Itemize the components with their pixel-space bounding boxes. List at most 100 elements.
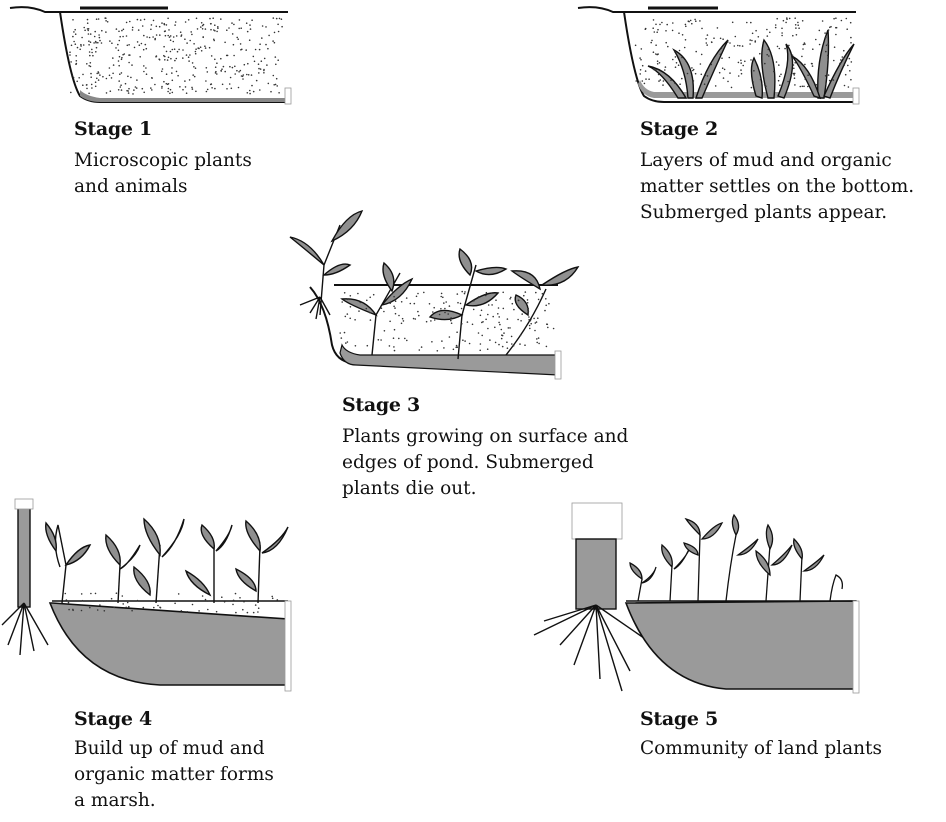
stipple-dot	[191, 87, 193, 89]
stipple-dot	[833, 60, 835, 62]
stipple-dot	[827, 43, 829, 45]
stipple-dot	[530, 320, 532, 322]
stipple-dot	[432, 311, 434, 313]
stipple-dot	[695, 73, 697, 75]
stipple-dot	[721, 57, 723, 59]
stipple-dot	[794, 84, 796, 86]
stipple-dot	[90, 73, 92, 75]
stipple-dot	[667, 46, 669, 48]
stipple-dot	[164, 31, 166, 33]
stipple-dot	[699, 20, 701, 22]
stipple-dot	[113, 64, 115, 66]
stipple-dot	[538, 337, 540, 339]
stipple-dot	[713, 37, 715, 39]
stipple-dot	[694, 19, 696, 21]
stipple-dot	[479, 350, 481, 352]
stipple-dot	[251, 19, 253, 21]
stipple-dot	[804, 42, 806, 44]
stipple-dot	[220, 70, 222, 72]
stipple-dot	[277, 24, 279, 26]
stipple-dot	[207, 71, 209, 73]
stipple-dot	[678, 64, 680, 66]
stage4-title: Stage 4	[74, 708, 152, 730]
stipple-dot	[233, 44, 235, 46]
stipple-dot	[660, 79, 662, 81]
stipple-dot	[378, 339, 380, 341]
stipple-dot	[261, 37, 263, 39]
stipple-dot	[248, 74, 250, 76]
stipple-dot	[109, 40, 111, 42]
stipple-dot	[672, 30, 674, 32]
stipple-dot	[417, 311, 419, 313]
stipple-dot	[166, 24, 168, 26]
stipple-dot	[95, 81, 97, 83]
stipple-dot	[506, 341, 508, 343]
stipple-dot	[146, 73, 148, 75]
stipple-dot	[132, 93, 134, 95]
stipple-dot	[653, 69, 655, 71]
stipple-dot	[491, 304, 493, 306]
stipple-dot	[472, 324, 474, 326]
stipple-dot	[82, 84, 84, 86]
stipple-dot	[450, 320, 452, 322]
stipple-dot	[142, 88, 144, 90]
stipple-dot	[250, 28, 252, 30]
stipple-dot	[83, 27, 85, 29]
stipple-dot	[95, 51, 97, 53]
stipple-dot	[95, 41, 97, 43]
stipple-dot	[421, 346, 423, 348]
stipple-dot	[533, 318, 535, 320]
stipple-dot	[536, 321, 538, 323]
stipple-dot	[507, 347, 509, 349]
stage2-pond-illustration	[578, 0, 878, 110]
stipple-dot	[198, 610, 200, 612]
stipple-dot	[184, 38, 186, 40]
stipple-dot	[779, 48, 781, 50]
stipple-dot	[169, 93, 171, 95]
stipple-dot	[679, 83, 681, 85]
stipple-dot	[778, 80, 780, 82]
stipple-dot	[86, 88, 88, 90]
stipple-dot	[461, 323, 463, 325]
stipple-dot	[850, 79, 852, 81]
stipple-dot	[119, 40, 121, 42]
stipple-dot	[186, 92, 188, 94]
stipple-dot	[389, 302, 391, 304]
stipple-dot	[815, 39, 817, 41]
stipple-dot	[238, 71, 240, 73]
stipple-dot	[181, 610, 183, 612]
stage2-title: Stage 2	[640, 118, 718, 140]
stipple-dot	[247, 612, 249, 614]
stipple-dot	[205, 28, 207, 30]
stipple-dot	[393, 306, 395, 308]
stipple-dot	[742, 45, 744, 47]
stipple-dot	[258, 607, 260, 609]
stipple-dot	[797, 24, 799, 26]
stipple-dot	[128, 92, 130, 94]
stipple-dot	[258, 68, 260, 70]
stipple-dot	[509, 298, 511, 300]
stipple-dot	[741, 73, 743, 75]
stipple-dot	[233, 55, 235, 57]
stipple-dot	[442, 297, 444, 299]
stipple-dot	[116, 592, 118, 594]
stipple-dot	[393, 346, 395, 348]
stipple-dot	[73, 41, 75, 43]
stipple-dot	[101, 30, 103, 32]
stipple-dot	[535, 292, 537, 294]
stipple-dot	[131, 64, 133, 66]
stipple-dot	[105, 20, 107, 22]
stipple-dot	[133, 89, 135, 91]
stipple-dot	[758, 36, 760, 38]
stipple-dot	[140, 19, 142, 21]
stipple-dot	[182, 49, 184, 51]
stipple-dot	[529, 328, 531, 330]
stipple-dot	[143, 607, 145, 609]
stipple-dot	[215, 66, 217, 68]
stipple-dot	[384, 330, 386, 332]
stipple-dot	[846, 28, 848, 30]
stipple-dot	[768, 49, 770, 51]
stipple-dot	[154, 84, 156, 86]
stipple-dot	[210, 84, 212, 86]
stipple-dot	[393, 337, 395, 339]
